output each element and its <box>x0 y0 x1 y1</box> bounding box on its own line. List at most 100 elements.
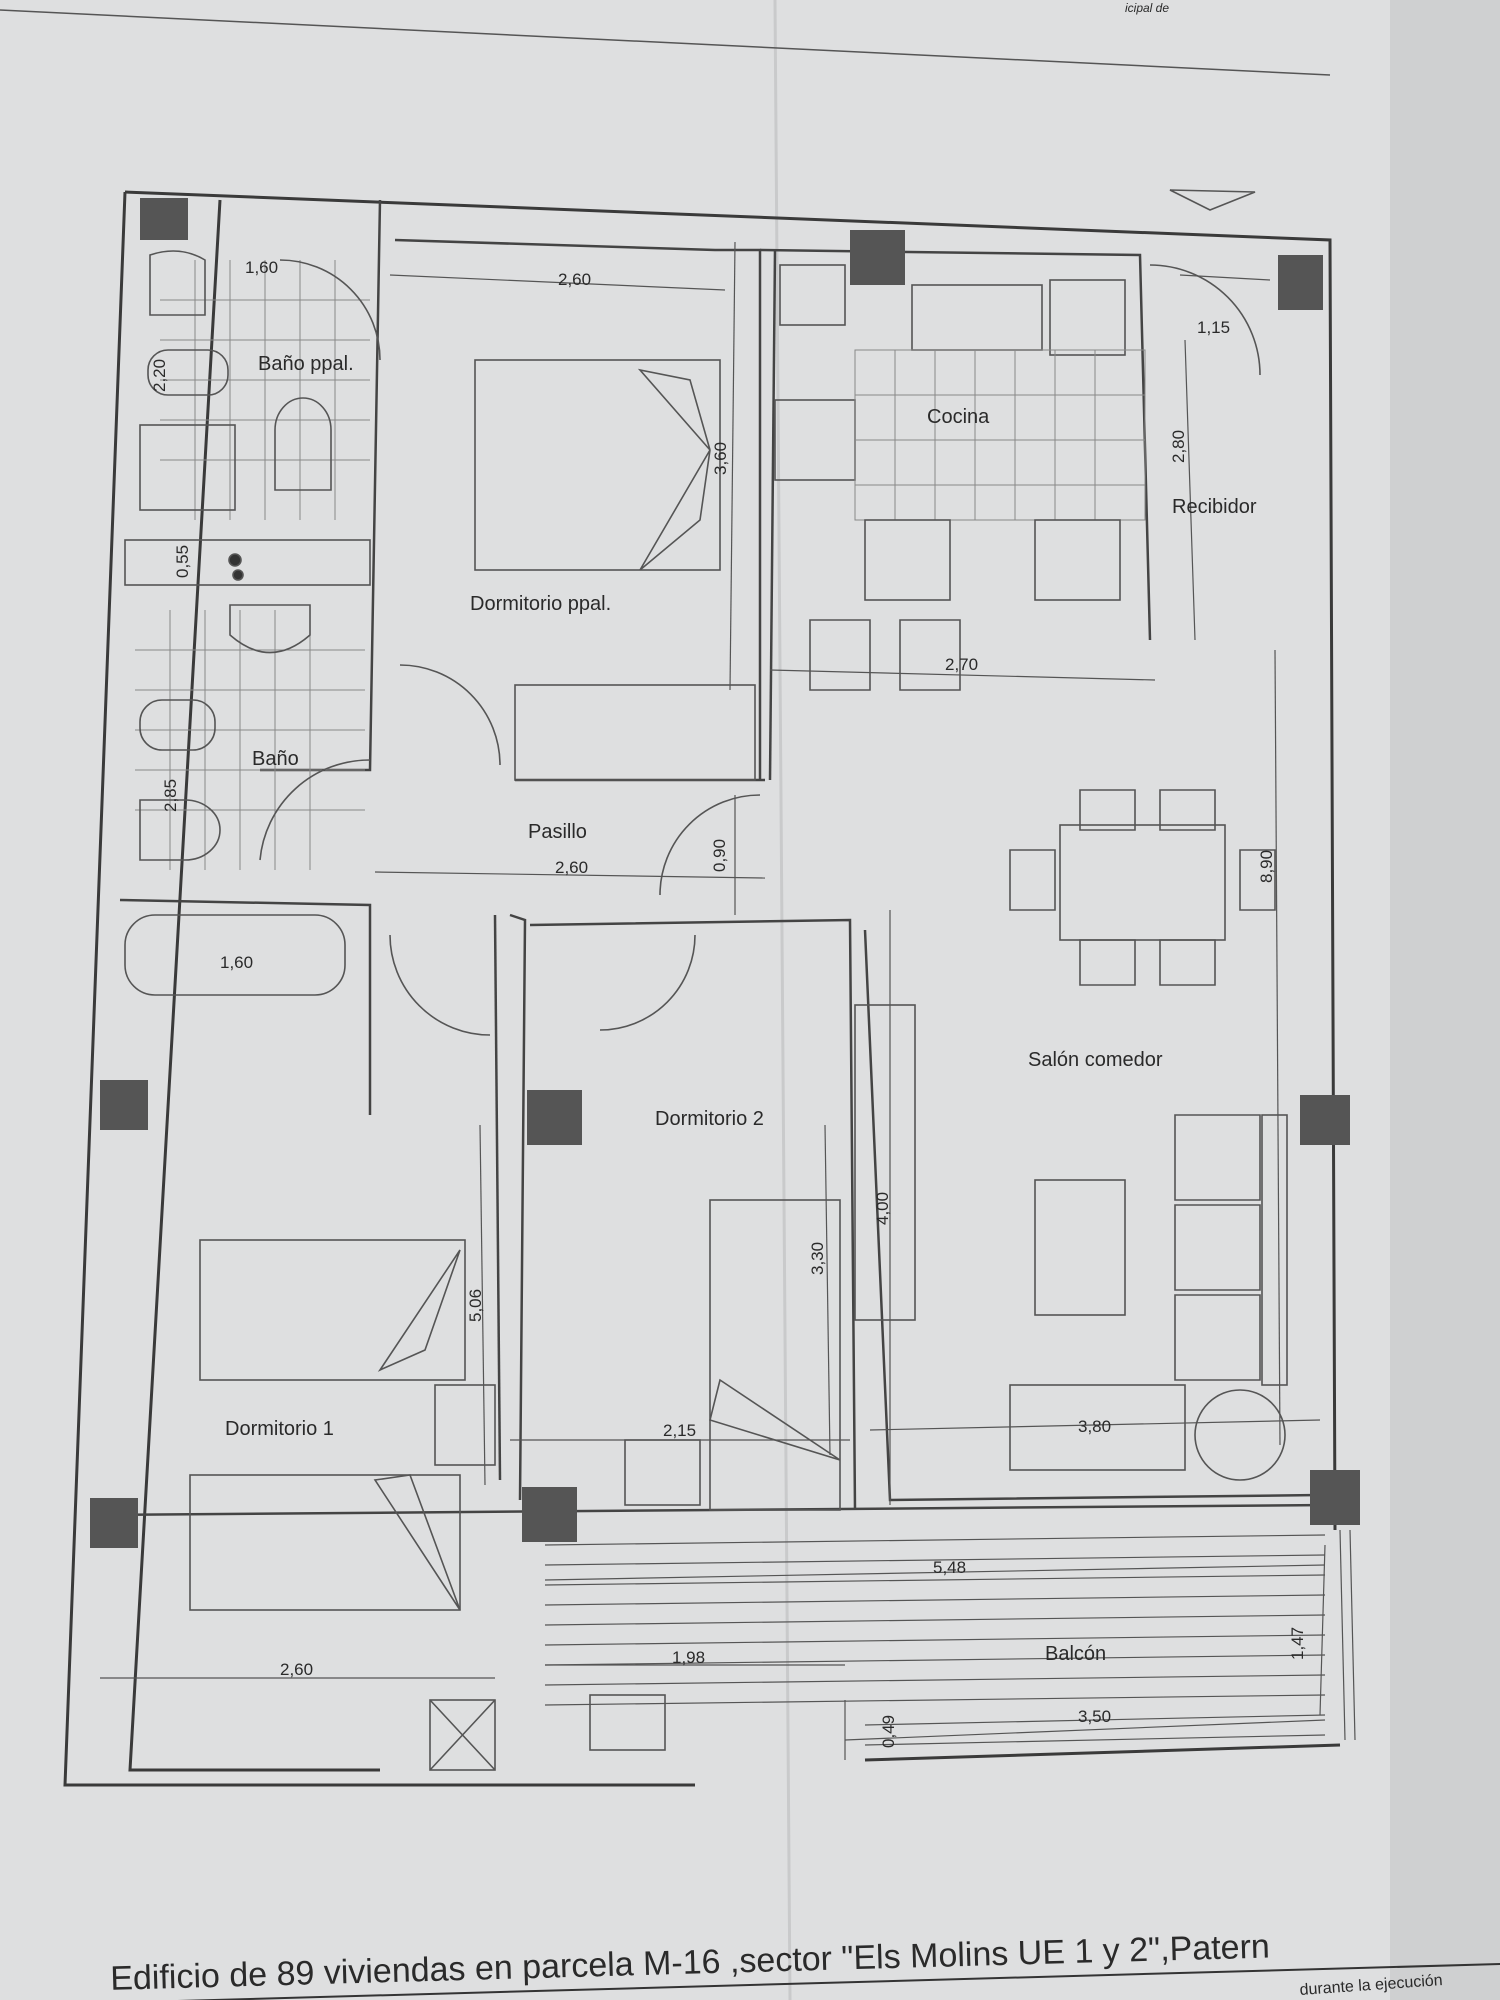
dining-end-chairs <box>1009 849 1276 911</box>
dorm1-bed-bottom <box>189 1474 461 1611</box>
dimension-lines <box>100 241 1326 1760</box>
bano-toilet <box>139 799 221 861</box>
paper-fold-shadow <box>1390 0 1500 2000</box>
round-side-table <box>1194 1389 1286 1481</box>
structural-columns <box>90 198 1360 1548</box>
room-label-balcon: Balcón <box>1045 1643 1106 1665</box>
dim-dorm-ppal-width: 2,60 <box>558 270 591 289</box>
bano-sink <box>229 604 311 654</box>
dim-balcon-total: 5,48 <box>933 1558 966 1577</box>
bano-bidet <box>139 699 216 751</box>
outer-wall-left-bottom <box>63 191 695 1787</box>
pasillo-door-swing <box>659 794 761 896</box>
dim-balcon-right: 3,50 <box>1078 1707 1111 1726</box>
dim-balcon-left: 1,98 <box>672 1648 705 1667</box>
column <box>100 1080 148 1130</box>
dorm2-bed <box>709 1199 841 1511</box>
wall-bano-bottom <box>119 898 372 1115</box>
dining-chairs <box>1079 789 1216 986</box>
room-label-recibidor: Recibidor <box>1172 496 1257 518</box>
column <box>140 198 188 240</box>
column <box>1278 255 1323 310</box>
column <box>527 1090 582 1145</box>
kitchen-table-left <box>864 519 951 601</box>
dim-recibidor-depth: 2,80 <box>1169 430 1188 463</box>
balcony-box <box>589 1694 666 1751</box>
dining-table <box>1059 824 1226 941</box>
dim-bano-ppal-depth: 2,20 <box>150 359 169 392</box>
bathtub <box>124 914 346 996</box>
dimension-labels: 1,60 2,20 2,60 3,60 1,15 2,80 2,70 0,55 … <box>150 258 1307 1748</box>
dorm-ppal-bed <box>474 359 721 571</box>
bano-ppal-sink <box>149 250 206 316</box>
entrance-door-swing <box>1149 264 1261 376</box>
vent-shaft-cross <box>429 1699 496 1771</box>
wall-dorm2-right <box>529 918 857 1511</box>
wall-dorm1-right <box>493 914 502 1481</box>
dim-pasillo-width: 2,60 <box>555 858 588 877</box>
room-label-salon-comedor: Salón comedor <box>1028 1049 1163 1071</box>
dim-cocina-width: 2,70 <box>945 655 978 674</box>
north-arrow <box>1169 189 1256 211</box>
installations-shaft <box>124 539 371 586</box>
bano-ppal-tiles <box>160 260 370 520</box>
caption-underline <box>110 1963 1500 2000</box>
kitchen-appliance <box>1049 279 1126 356</box>
dim-dorm1-depth: 5,06 <box>466 1289 485 1322</box>
bano-door-swing <box>259 759 371 861</box>
sofa-back <box>1261 1114 1288 1386</box>
cocina-tiles <box>854 349 1146 521</box>
wall-cocina-left <box>768 249 777 781</box>
room-labels: Baño ppal. Dormitorio ppal. Cocina Recib… <box>225 353 1257 1665</box>
sofa-cushions <box>1174 1114 1261 1381</box>
inner-wall-left <box>128 199 380 1772</box>
column <box>1310 1470 1360 1525</box>
cooktop-left <box>779 264 846 326</box>
dim-dorm2-width: 2,15 <box>663 1421 696 1440</box>
bano-tiles <box>135 610 365 870</box>
stamp-text: icipal de <box>1125 1 1169 15</box>
armchairs <box>1009 1384 1186 1471</box>
dorm-ppal-wardrobe <box>514 684 756 781</box>
column <box>850 230 905 285</box>
paper-fold-line <box>773 0 792 2000</box>
bano-ppal-bidet <box>147 349 229 396</box>
dim-balcon-rail: 0,49 <box>879 1715 898 1748</box>
dim-balcon-depth: 1,47 <box>1288 1627 1307 1660</box>
dim-recibidor-width: 1,15 <box>1197 318 1230 337</box>
dim-dorm2-depth: 3,30 <box>808 1242 827 1275</box>
wall-dorm2-left <box>509 913 527 1501</box>
dorm1-bed-top <box>199 1239 466 1381</box>
sheet-border-top <box>0 9 1331 76</box>
fixtures <box>124 189 1356 1771</box>
dim-salon-depth: 8,90 <box>1257 850 1276 883</box>
dorm1-wardrobe-doors <box>373 1249 461 1611</box>
dim-pasillo-depth: 0,90 <box>710 839 729 872</box>
bano-ppal-toilet <box>274 397 332 491</box>
kitchen-stools <box>809 619 961 691</box>
dim-dorm2-wall: 4,00 <box>873 1192 892 1225</box>
balcony-decking <box>544 1529 1356 1746</box>
dim-bano-ppal-width: 1,60 <box>245 258 278 277</box>
room-label-dormitorio-ppal: Dormitorio ppal. <box>470 593 611 615</box>
room-label-bano: Baño <box>252 748 299 770</box>
dorm2-door-swing <box>599 934 696 1031</box>
room-label-dormitorio-1: Dormitorio 1 <box>225 1418 334 1440</box>
bano-ppal-door-swing <box>279 259 381 361</box>
dim-salon-width: 3,80 <box>1078 1417 1111 1436</box>
dim-dorm1-width: 2,60 <box>280 1660 313 1679</box>
dim-dorm-ppal-depth: 3,60 <box>711 442 730 475</box>
room-label-bano-ppal: Baño ppal. <box>258 353 354 375</box>
column <box>1300 1095 1350 1145</box>
dim-bano-depth: 2,85 <box>161 779 180 812</box>
balcony-outer-edge <box>864 1743 1341 1762</box>
dim-bathtub: 1,60 <box>220 953 253 972</box>
room-label-cocina: Cocina <box>927 406 990 428</box>
coffee-table <box>1034 1179 1126 1316</box>
dorm1-door-swing <box>389 934 491 1036</box>
wall-dorm-ppal <box>394 238 762 780</box>
column <box>522 1487 577 1542</box>
